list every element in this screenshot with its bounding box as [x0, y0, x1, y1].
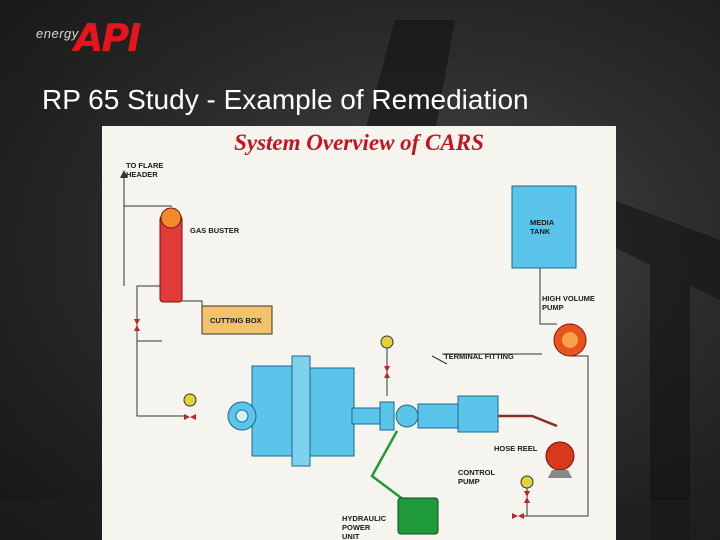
label-terminal-fitting: TERMINAL FITTING	[444, 352, 514, 361]
label-hydraulic-power-unit: HYDRAULIC POWER UNIT	[342, 514, 387, 540]
wellhead-stack	[227, 355, 499, 467]
diagram-title: System Overview of CARS	[234, 130, 484, 155]
hose-reel-base	[548, 470, 572, 478]
valves	[134, 319, 530, 519]
api-logo: energy API	[36, 16, 156, 62]
diagram-schematic	[120, 170, 589, 535]
label-media-tank: MEDIA TANK	[530, 218, 555, 236]
logo-api-text: API	[74, 16, 141, 60]
label-hose-reel: HOSE REEL	[494, 444, 538, 453]
logo-energy-text: energy	[36, 26, 79, 41]
label-control-pump: CONTROL PUMP	[458, 468, 496, 486]
label-gas-buster: GAS BUSTER	[190, 226, 240, 235]
hydraulic-power-unit	[397, 497, 439, 535]
label-high-volume-pump: HIGH VOLUME PUMP	[542, 294, 595, 312]
high-volume-pump-core	[562, 332, 578, 348]
label-to-flare-header: TO FLARE HEADER	[126, 161, 164, 179]
gas-buster-dome	[160, 207, 182, 229]
flare-arrow-icon	[120, 170, 128, 178]
slide-title: RP 65 Study - Example of Remediation	[42, 84, 529, 115]
media-tank	[511, 185, 577, 269]
gas-buster-vessel	[159, 215, 183, 303]
pressure-gauges	[183, 335, 534, 489]
cutting-box	[201, 305, 273, 335]
hose-reel	[545, 441, 575, 471]
cars-diagram: System Overview of CARS TO FLARE HEADER …	[102, 126, 616, 540]
label-cutting-box: CUTTING BOX	[210, 316, 262, 325]
